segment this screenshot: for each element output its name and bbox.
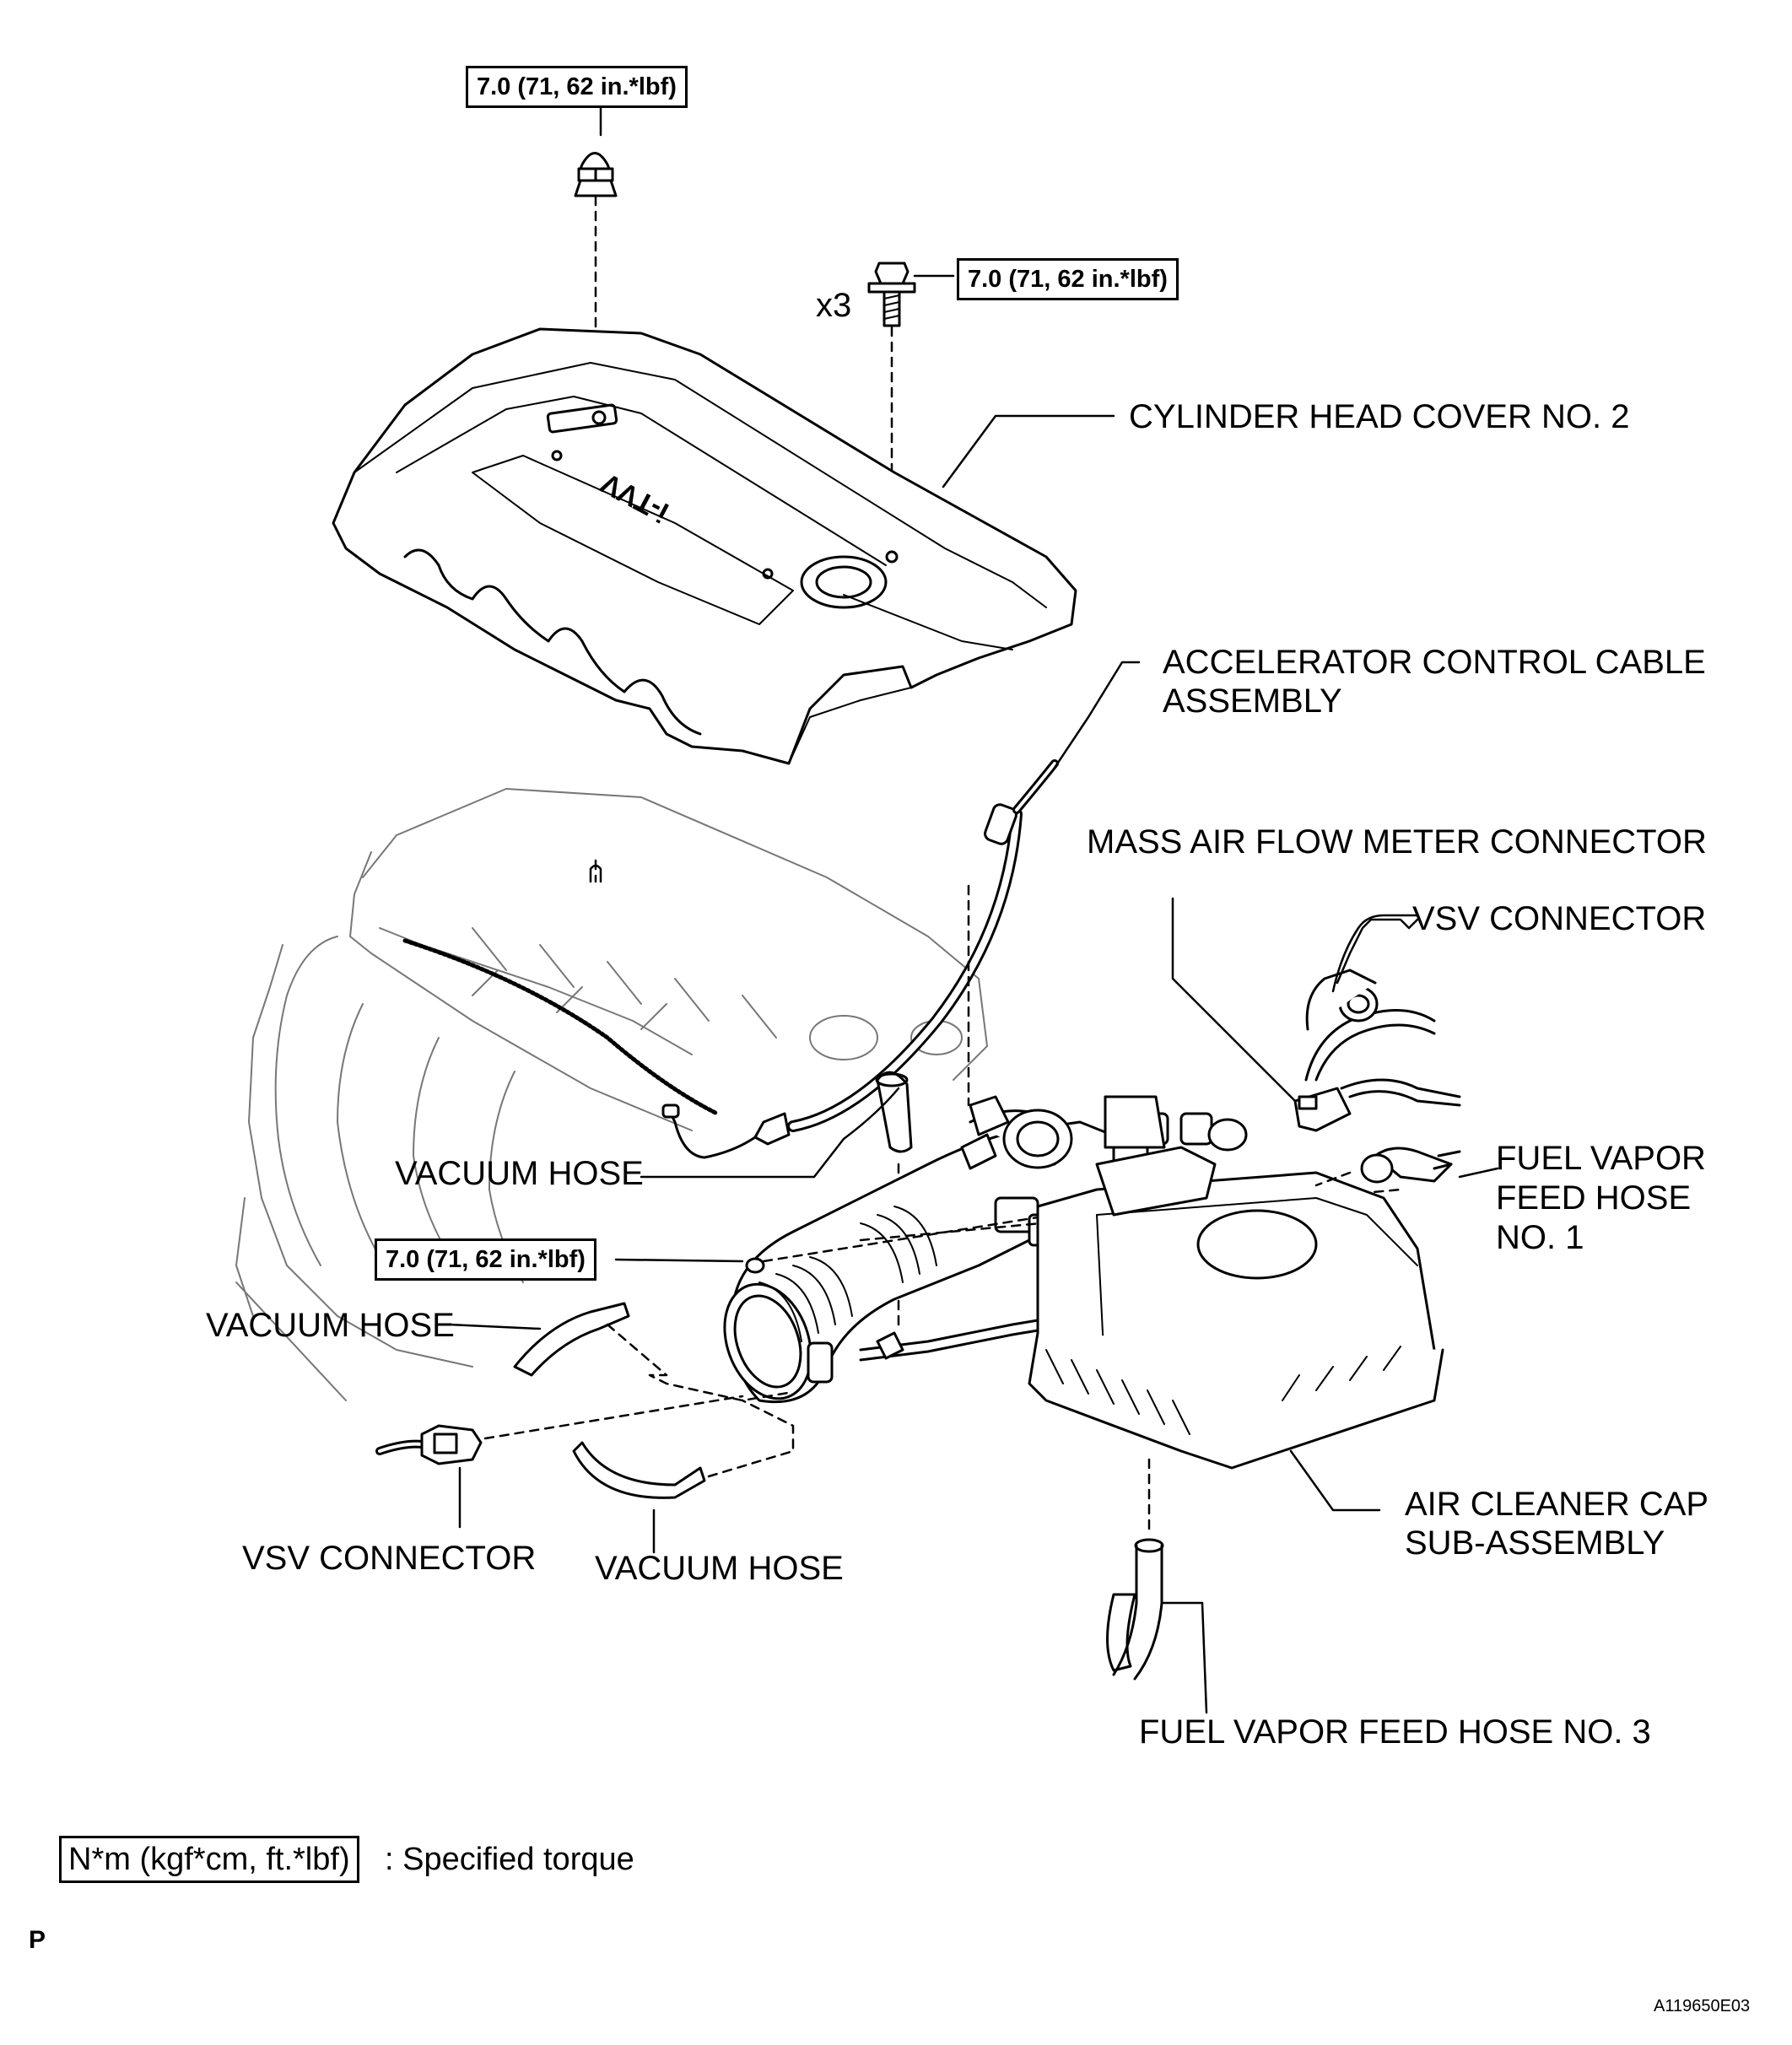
air-cleaner-cap-shape (1028, 1095, 1444, 1470)
figure-code: A119650E03 (1654, 1997, 1751, 2015)
label-cylinder-head-cover: CYLINDER HEAD COVER NO. 2 (1129, 398, 1630, 435)
torque-spec-intake: 7.0 (71, 62 in.*lbf) (375, 1238, 596, 1281)
cylinder-head-cover-shape: VVT-i (332, 327, 1077, 765)
label-vacuum-hose-center: VACUUM HOSE (395, 1155, 644, 1192)
label-fuel-vapor-1-a: FUEL VAPOR (1496, 1140, 1706, 1177)
vacuum-hose-left-shape (513, 1302, 630, 1377)
vsv-connector-right-shape (1304, 969, 1461, 1107)
label-vsv-connector-right: VSV CONNECTOR (1412, 900, 1707, 937)
bolt-icon (867, 262, 916, 327)
legend-unit-box: N*m (kgf*cm, ft.*lbf) (59, 1836, 359, 1883)
fuel-vapor-hose-3-shape (1106, 1538, 1164, 1681)
cap-nut-icon (574, 152, 618, 197)
maf-connector-shape (1293, 1087, 1352, 1132)
label-vacuum-hose-lower: VACUUM HOSE (595, 1550, 844, 1587)
label-vsv-connector-left: VSV CONNECTOR (242, 1540, 537, 1577)
label-accelerator-cable-1: ACCELERATOR CONTROL CABLE (1163, 644, 1706, 681)
bolt-count: x3 (816, 287, 852, 324)
label-vacuum-hose-left: VACUUM HOSE (206, 1307, 455, 1344)
label-accelerator-cable-2: ASSEMBLY (1163, 683, 1342, 720)
label-air-cleaner-2: SUB-ASSEMBLY (1405, 1524, 1665, 1562)
label-fuel-vapor-3: FUEL VAPOR FEED HOSE NO. 3 (1139, 1713, 1651, 1751)
label-maf-connector: MASS AIR FLOW METER CONNECTOR (1087, 823, 1707, 861)
vacuum-hose-lower-shape (572, 1441, 706, 1499)
label-air-cleaner-1: AIR CLEANER CAP (1405, 1486, 1709, 1523)
corner-mark: P (29, 1926, 46, 1954)
vsv-connector-left-shape (375, 1424, 483, 1465)
fuel-vapor-hose-1-shape (1360, 1147, 1461, 1184)
intake-assembly-shape (723, 1095, 1248, 1404)
vacuum-hose-upper (875, 1071, 913, 1153)
legend-description: : Specified torque (385, 1842, 634, 1877)
torque-spec-bolts: 7.0 (71, 62 in.*lbf) (957, 258, 1179, 300)
bolt-icon (745, 1257, 765, 1274)
torque-spec-top: 7.0 (71, 62 in.*lbf) (466, 66, 688, 108)
accelerator-cable-shape (661, 759, 1059, 1159)
label-fuel-vapor-1-c: NO. 1 (1496, 1219, 1584, 1256)
label-fuel-vapor-1-b: FEED HOSE (1496, 1179, 1692, 1217)
